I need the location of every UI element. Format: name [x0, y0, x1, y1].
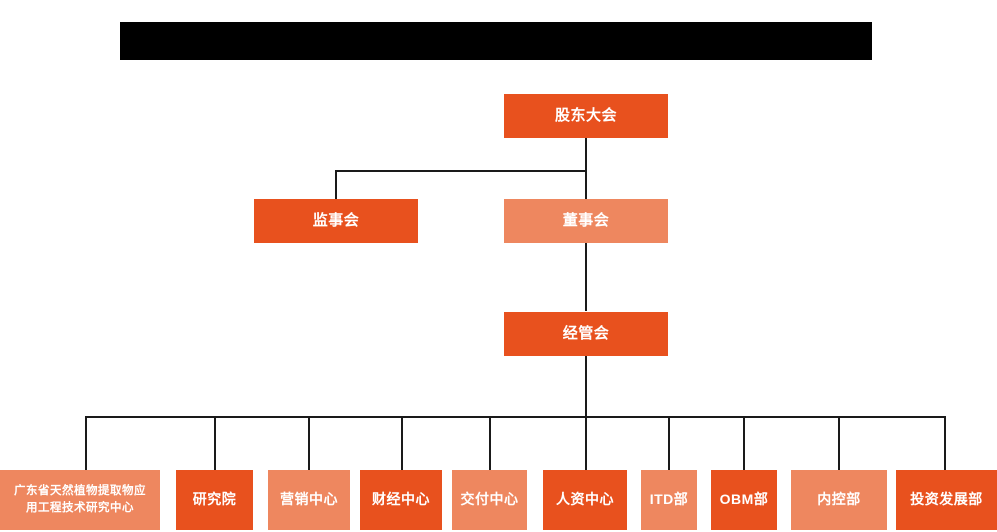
node-label-finance-center: 财经中心 — [372, 491, 430, 508]
node-label-hr-center: 人资中心 — [556, 491, 614, 508]
connector-to-directors — [585, 170, 587, 199]
node-label-research-institute: 研究院 — [192, 491, 237, 508]
connector-directors-to-management — [585, 243, 587, 311]
node-label-engineering-research-center: 广东省天然植物提取物应 用工程技术研究中心 — [14, 485, 146, 514]
node-label-management-committee: 经管会 — [562, 324, 610, 342]
node-label-obm-department: OBM部 — [719, 491, 769, 508]
node-obm-department[interactable]: OBM部 — [711, 470, 777, 530]
node-finance-center[interactable]: 财经中心 — [360, 470, 442, 530]
node-label-itd-department: ITD部 — [649, 491, 689, 508]
node-label-shareholders-meeting: 股东大会 — [554, 106, 617, 124]
connector-drop-finance-center — [401, 416, 403, 470]
connector-drop-engineering-research-center — [85, 416, 87, 470]
node-label-internal-control-department: 内控部 — [817, 491, 861, 508]
connector-shareholders-down — [585, 138, 587, 171]
connector-drop-delivery-center — [489, 416, 491, 470]
connector-drop-itd-department — [668, 416, 670, 470]
node-label-marketing-center: 营销中心 — [280, 491, 338, 508]
node-board-of-supervisors[interactable]: 监事会 — [254, 199, 418, 243]
node-label-board-of-directors: 董事会 — [562, 211, 610, 229]
node-engineering-research-center[interactable]: 广东省天然植物提取物应 用工程技术研究中心 — [0, 470, 160, 530]
node-label-board-of-supervisors: 监事会 — [312, 211, 360, 229]
node-label-investment-development-department: 投资发展部 — [910, 491, 983, 508]
node-investment-development-department[interactable]: 投资发展部 — [896, 470, 997, 530]
connector-drop-marketing-center — [308, 416, 310, 470]
connector-drop-internal-control-department — [838, 416, 840, 470]
connector-drop-investment-development-department — [944, 416, 946, 470]
connector-drop-obm-department — [743, 416, 745, 470]
node-hr-center[interactable]: 人资中心 — [543, 470, 627, 530]
node-marketing-center[interactable]: 营销中心 — [268, 470, 350, 530]
connector-level2-bus — [335, 170, 586, 172]
node-management-committee[interactable]: 经管会 — [504, 312, 668, 356]
node-research-institute[interactable]: 研究院 — [176, 470, 253, 530]
header-banner — [120, 22, 872, 60]
node-itd-department[interactable]: ITD部 — [641, 470, 697, 530]
node-board-of-directors[interactable]: 董事会 — [504, 199, 668, 243]
node-label-delivery-center: 交付中心 — [460, 491, 519, 508]
connector-to-supervisors — [335, 170, 337, 199]
node-delivery-center[interactable]: 交付中心 — [452, 470, 527, 530]
connector-management-down — [585, 356, 587, 416]
node-shareholders-meeting[interactable]: 股东大会 — [504, 94, 668, 138]
node-internal-control-department[interactable]: 内控部 — [791, 470, 887, 530]
connector-departments-bus — [85, 416, 945, 418]
connector-drop-research-institute — [214, 416, 216, 470]
connector-drop-hr-center — [585, 416, 587, 470]
